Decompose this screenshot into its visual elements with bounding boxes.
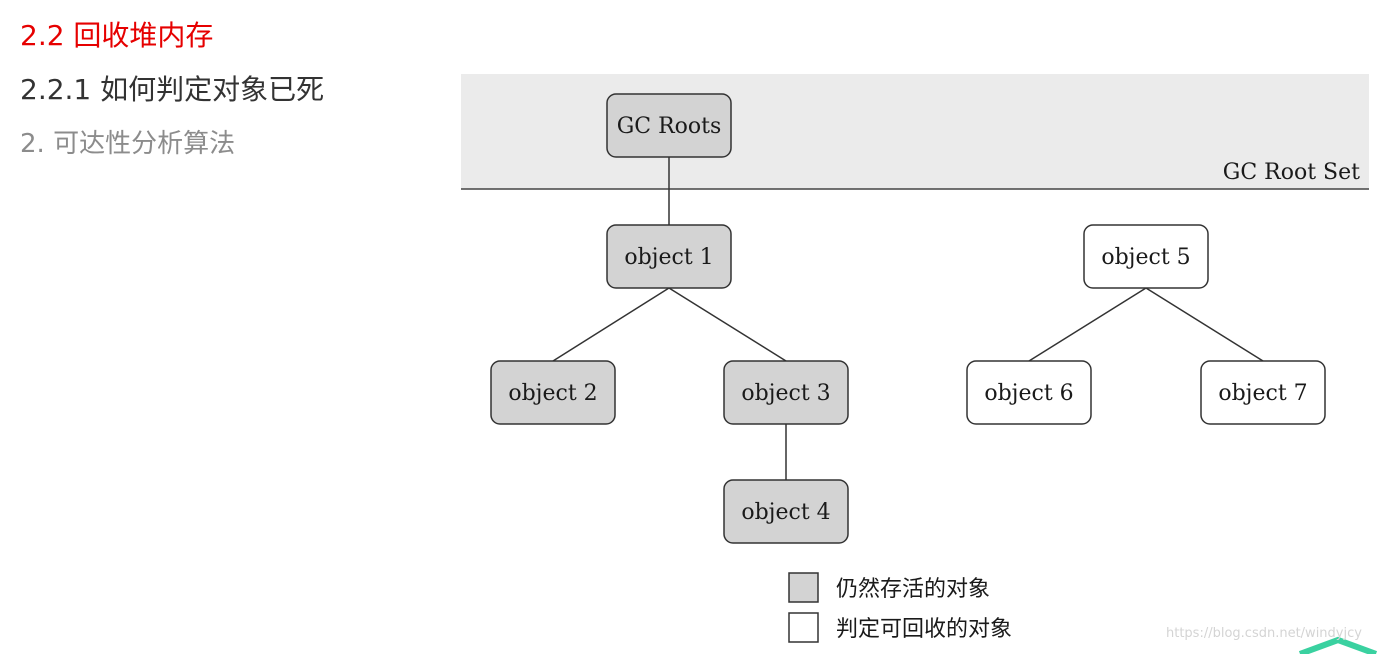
node-object-6-label: object 6 <box>984 381 1073 406</box>
node-object-3-label: object 3 <box>741 381 830 406</box>
node-object-2: object 2 <box>490 360 616 425</box>
node-object-1-box <box>606 224 732 289</box>
edge-object1-object3 <box>668 287 787 362</box>
legend-collectable-label: 判定可回收的对象 <box>836 617 1012 642</box>
node-object-4: object 4 <box>723 479 849 544</box>
legend-collectable-swatch <box>788 612 819 643</box>
node-object-7-label: object 7 <box>1218 381 1307 406</box>
edge-object5-object6 <box>1028 287 1147 362</box>
subsection-heading: 2.2.1 如何判定对象已死 <box>20 73 325 106</box>
node-object-6: object 6 <box>966 360 1092 425</box>
node-gc-roots-box <box>606 93 732 158</box>
edges <box>552 157 1264 480</box>
node-object-4-box <box>723 479 849 544</box>
node-object-5-box <box>1083 224 1209 289</box>
watermark: https://blog.csdn.net/windyjcy <box>1166 626 1362 641</box>
legend-alive-label: 仍然存活的对象 <box>836 577 990 602</box>
node-object-3-box <box>723 360 849 425</box>
corner-chevron-icon <box>1298 636 1378 654</box>
node-object-5-label: object 5 <box>1101 245 1190 270</box>
edge-object5-object7 <box>1145 287 1264 362</box>
gc-root-set-label: GC Root Set <box>1223 160 1360 185</box>
node-object-3: object 3 <box>723 360 849 425</box>
node-object-5: object 5 <box>1083 224 1209 289</box>
node-object-1: object 1 <box>606 224 732 289</box>
legend: 仍然存活的对象 判定可回收的对象 <box>788 572 1012 643</box>
edge-object1-object2 <box>552 287 670 362</box>
node-object-2-box <box>490 360 616 425</box>
node-object-4-label: object 4 <box>741 500 830 525</box>
topic-heading: 2. 可达性分析算法 <box>20 129 236 159</box>
legend-alive-swatch <box>788 572 819 603</box>
node-object-6-box <box>966 360 1092 425</box>
node-object-1-label: object 1 <box>624 245 713 270</box>
node-object-2-label: object 2 <box>508 381 597 406</box>
node-object-7-box <box>1200 360 1326 425</box>
node-object-7: object 7 <box>1200 360 1326 425</box>
node-gc-roots-label: GC Roots <box>617 114 722 139</box>
node-gc-roots: GC Roots <box>606 93 732 158</box>
section-heading: 2.2 回收堆内存 <box>20 19 214 52</box>
